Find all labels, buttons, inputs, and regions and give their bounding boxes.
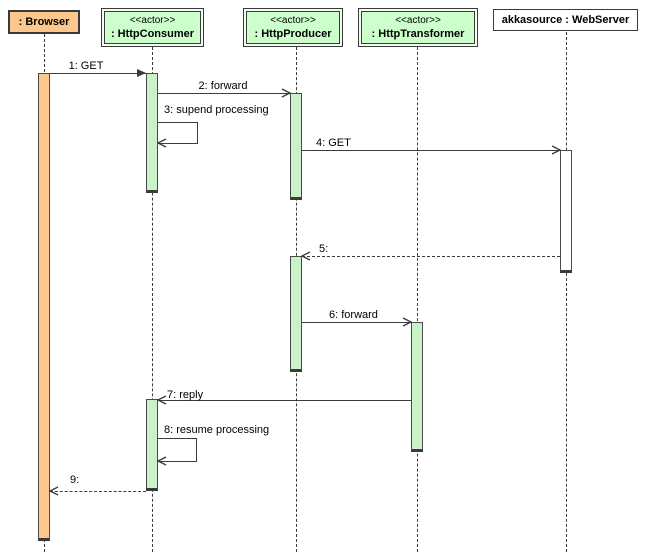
arrowhead-open-left-icon (301, 251, 311, 261)
activation-bar-producer-2 (290, 256, 302, 372)
message-8-label: 8: resume processing (164, 424, 270, 436)
activation-bar-consumer-2 (146, 399, 158, 491)
self-message-8-loop (158, 438, 197, 462)
arrowhead-open-left-icon (157, 138, 167, 148)
message-4-line (302, 150, 560, 151)
activation-bar-transformer (411, 322, 423, 452)
self-message-3-loop (158, 122, 198, 144)
activation-bar-consumer-1 (146, 73, 158, 193)
message-9-label: 9: (70, 474, 80, 486)
participant-name: akkasource : WebServer (501, 14, 630, 26)
arrowhead-open-left-icon (49, 486, 59, 496)
activation-bar-producer-1 (290, 93, 302, 200)
arrowhead-open-left-icon (157, 456, 167, 466)
lifeline-http-consumer (152, 47, 153, 552)
lifeline-web-server (566, 32, 567, 552)
message-2-line (158, 93, 290, 94)
message-9-line (50, 491, 146, 492)
activation-bar-browser (38, 73, 50, 541)
participant-inner-box: <<actor>> : HttpProducer (246, 11, 340, 44)
lifeline-http-transformer (417, 47, 418, 552)
message-5-label: 5: (319, 243, 329, 255)
message-7-line (158, 400, 411, 401)
arrowhead-filled-right-icon (137, 69, 146, 77)
participant-box-browser: : Browser (8, 10, 80, 34)
arrowhead-open-right-icon (281, 88, 291, 98)
participant-name: : HttpTransformer (371, 27, 465, 40)
message-1-label: 1: GET (68, 60, 104, 72)
message-4-label: 4: GET (316, 137, 351, 149)
participant-name: : HttpProducer (254, 27, 332, 40)
participant-name: : HttpConsumer (110, 27, 195, 40)
participant-inner-box: <<actor>> : HttpTransformer (361, 11, 475, 44)
participant-stereotype: <<actor>> (129, 14, 176, 26)
participant-stereotype: <<actor>> (270, 14, 316, 26)
participant-box-http-transformer: <<actor>> : HttpTransformer (358, 8, 478, 47)
message-6-label: 6: forward (329, 309, 378, 321)
message-3-label: 3: supend processing (164, 104, 269, 116)
activation-bar-web-server (560, 150, 572, 273)
participant-stereotype: <<actor>> (395, 14, 441, 26)
participant-box-web-server: akkasource : WebServer (493, 9, 638, 31)
participant-inner-box: <<actor>> : HttpConsumer (104, 11, 201, 44)
message-1-line (50, 73, 146, 74)
message-2-label: 2: forward (198, 80, 248, 92)
message-6-line (302, 322, 411, 323)
arrowhead-open-right-icon (402, 317, 412, 327)
message-7-label: 7: reply (167, 389, 204, 401)
arrowhead-open-left-icon (157, 395, 167, 405)
message-5-line (302, 256, 560, 257)
participant-box-http-consumer: <<actor>> : HttpConsumer (101, 8, 204, 47)
participant-name: : Browser (18, 16, 70, 28)
participant-box-http-producer: <<actor>> : HttpProducer (243, 8, 343, 47)
arrowhead-open-right-icon (551, 145, 561, 155)
